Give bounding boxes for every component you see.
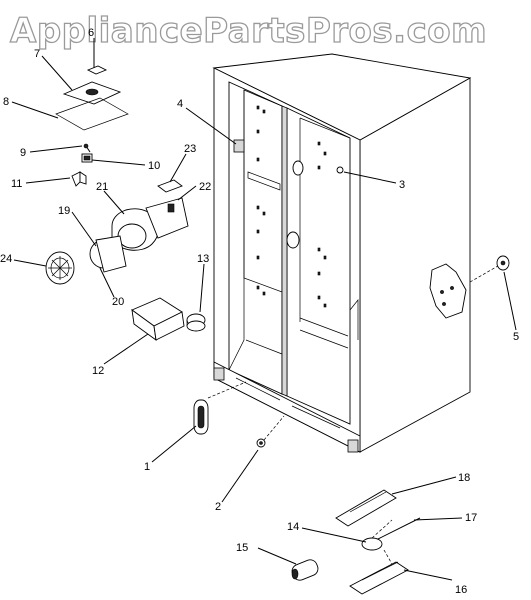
callout-12: 12 — [92, 365, 104, 377]
callout-19: 19 — [58, 205, 70, 217]
callout-labels: 1 2 3 4 5 6 7 8 9 10 11 12 13 14 15 16 1… — [0, 27, 519, 596]
watermark-text: AppliancePartsPros.com — [10, 11, 487, 51]
callout-21: 21 — [96, 181, 108, 193]
callout-20: 20 — [112, 296, 124, 308]
callout-15: 15 — [236, 542, 248, 554]
callout-22: 22 — [199, 181, 211, 193]
callout-18: 18 — [458, 472, 470, 484]
refrigerator-cabinet — [212, 53, 472, 453]
callout-11: 11 — [11, 178, 22, 190]
callout-6: 6 — [88, 27, 94, 39]
ice-maker-assembly — [45, 65, 510, 448]
callout-13: 13 — [197, 253, 209, 265]
callout-1: 1 — [144, 461, 150, 473]
callout-3: 3 — [399, 179, 405, 191]
callout-23: 23 — [184, 143, 196, 155]
callout-7: 7 — [34, 48, 40, 60]
callout-4: 4 — [177, 98, 183, 110]
callout-24: 24 — [0, 253, 12, 265]
callout-2: 2 — [215, 501, 221, 513]
leader-lines — [11, 38, 517, 581]
callout-8: 8 — [3, 96, 9, 108]
callout-10: 10 — [148, 160, 160, 172]
callout-17: 17 — [465, 512, 477, 524]
callout-14: 14 — [287, 521, 299, 533]
evaporator-tube-parts — [291, 489, 421, 595]
callout-5: 5 — [513, 331, 519, 343]
callout-16: 16 — [455, 584, 467, 596]
callout-9: 9 — [20, 147, 26, 159]
